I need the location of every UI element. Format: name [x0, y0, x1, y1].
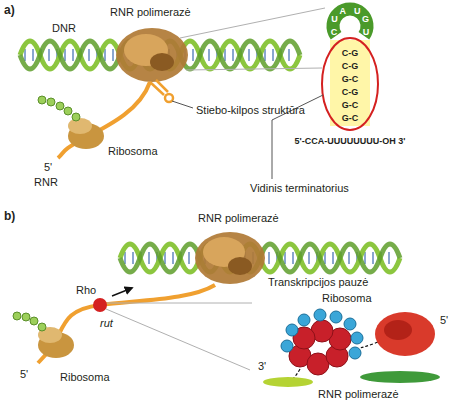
leader-line	[172, 101, 193, 108]
base-letter: A	[340, 5, 347, 15]
part-label: Vidinis terminatorius	[250, 182, 349, 195]
peptide-chain	[13, 312, 46, 331]
end-label: 5'	[44, 161, 52, 174]
part-label: Stiebo-kilpos struktūra	[196, 104, 305, 117]
zoom-line	[106, 309, 250, 370]
base-pair: C-G	[342, 87, 359, 97]
part-label: RNR polimerazė	[318, 388, 399, 401]
part-label: rut	[100, 317, 113, 330]
base-pair: C-G	[342, 48, 359, 58]
part-label: DNR	[52, 22, 76, 35]
ribosome	[68, 118, 104, 149]
direction-arrow	[112, 288, 132, 296]
base-letter: C	[331, 27, 338, 37]
part-label: Ribosoma	[322, 292, 372, 305]
ribosome	[38, 327, 74, 358]
rna-polymerase	[360, 371, 440, 383]
zoom-line	[107, 303, 252, 304]
part-label: Transkripcijos pauzė	[268, 276, 368, 289]
end-label: 3'	[258, 360, 266, 373]
part-label: RNR polimerazė	[198, 212, 279, 225]
base-letter: G	[362, 14, 369, 24]
base-letter: U	[363, 27, 370, 37]
base-pair: G-C	[342, 113, 359, 123]
part-label: Ribosoma	[108, 145, 158, 158]
end-label: 5'	[440, 314, 448, 327]
rho-zoom	[281, 309, 435, 380]
base-letter: U	[331, 14, 338, 24]
part-label: Ribosoma	[60, 371, 110, 384]
base-letter: U	[354, 5, 361, 15]
part-label: RNR	[34, 176, 58, 189]
rna-polymerase	[195, 232, 265, 284]
base-pair: G-C	[342, 74, 359, 84]
rna-polymerase	[263, 377, 313, 387]
panel-letter: a)	[4, 4, 15, 18]
zoom-line	[186, 68, 322, 70]
end-label: 5'	[20, 368, 28, 381]
rna-polymerase	[116, 28, 188, 82]
rna-strand	[38, 285, 215, 363]
rho-factor	[93, 298, 107, 312]
part-label: RNR polimerazė	[110, 6, 191, 19]
part-label: Rho	[76, 284, 96, 297]
base-pair: G-C	[342, 100, 359, 110]
peptide-chain	[38, 96, 80, 121]
base-pair: C-G	[342, 61, 359, 71]
sequence: 5'-CCA-UUUUUUUU-OH 3'	[295, 136, 406, 146]
panel-letter: b)	[4, 210, 15, 224]
stem-loop	[322, 9, 378, 130]
small-hairpin	[150, 80, 173, 102]
zoom-line	[180, 8, 325, 38]
